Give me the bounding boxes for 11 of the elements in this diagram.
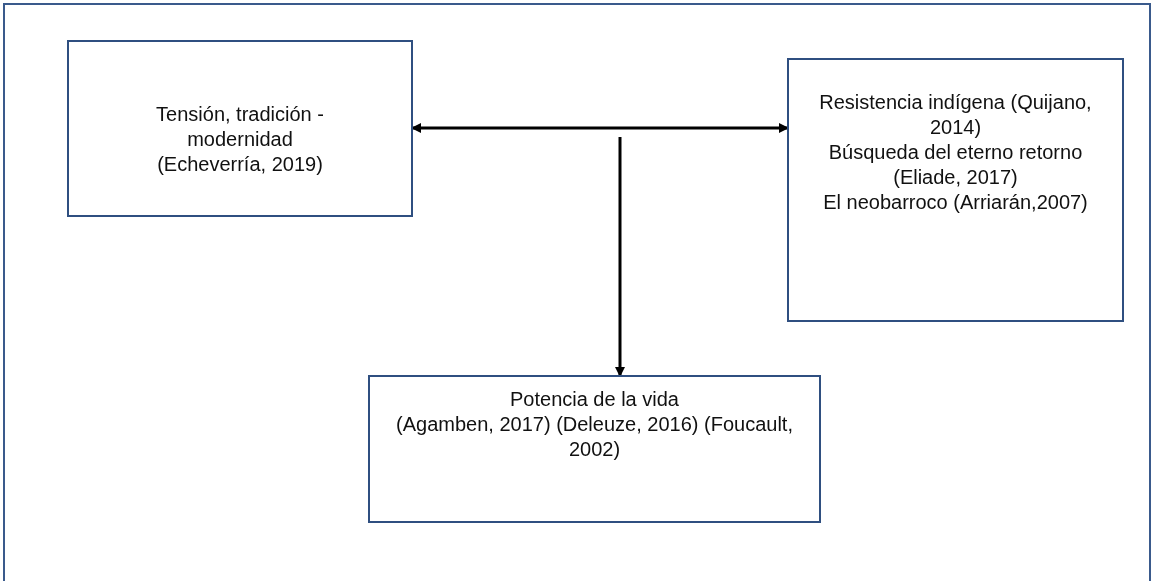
box-text: (Agamben, 2017) (Deleuze, 2016) (Foucault, 2002) <box>395 412 794 462</box>
text-box <box>368 375 821 523</box>
box-text: Potencia de la vida <box>510 387 679 412</box>
box-text: Tensión, tradición - modernidad <box>155 102 325 152</box>
box-text: Resistencia indígena (Quijano, 2014) <box>818 90 1093 140</box>
text-box <box>67 40 413 217</box>
arrow <box>615 137 625 377</box>
box-text: (Echeverría, 2019) <box>157 152 323 177</box>
text-box <box>787 58 1124 322</box>
box-text: Búsqueda del eterno retorno (Eliade, 2017) <box>827 140 1084 190</box>
box-text: El neobarroco (Arriarán,2007) <box>823 190 1088 215</box>
